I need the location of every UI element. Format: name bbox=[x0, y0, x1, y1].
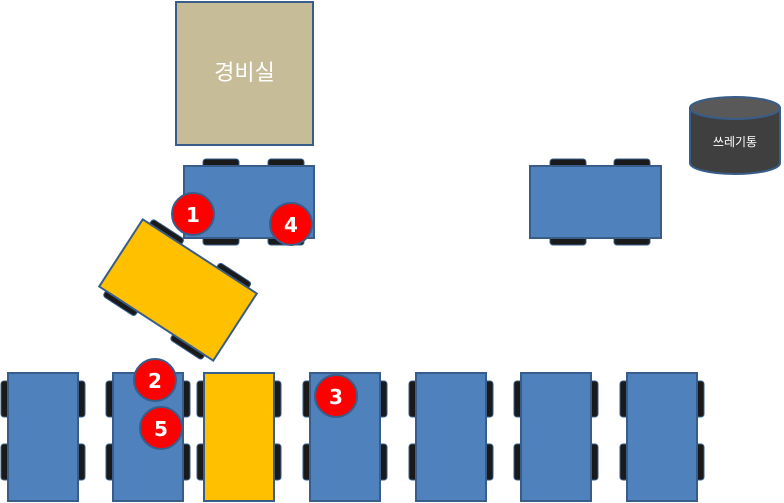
marker-5: 5 bbox=[139, 406, 183, 450]
trash-can-label: 쓰레기통 bbox=[713, 135, 757, 149]
marker-3-label: 3 bbox=[329, 385, 343, 409]
car-top-right bbox=[529, 158, 662, 246]
guardhouse-label: 경비실 bbox=[214, 61, 275, 86]
marker-2: 2 bbox=[133, 358, 177, 402]
marker-3: 3 bbox=[314, 374, 358, 418]
car-bottom-7 bbox=[619, 372, 705, 502]
marker-2-label: 2 bbox=[148, 369, 162, 393]
trash-can: 쓰레기통 bbox=[689, 96, 781, 175]
marker-1: 1 bbox=[171, 192, 215, 236]
marker-5-label: 5 bbox=[154, 417, 168, 441]
car-bottom-5 bbox=[408, 372, 494, 502]
markers-layer: 1 4 2 5 3 bbox=[133, 192, 358, 450]
car-angled-yellow bbox=[97, 218, 259, 362]
car-bottom-1 bbox=[0, 372, 86, 502]
marker-4-label: 4 bbox=[284, 213, 298, 237]
cars-layer bbox=[0, 158, 705, 502]
car-bottom-6 bbox=[513, 372, 599, 502]
marker-4: 4 bbox=[269, 202, 313, 246]
car-bottom-3-yellow bbox=[196, 372, 282, 502]
guardhouse: 경비실 bbox=[175, 1, 314, 146]
marker-1-label: 1 bbox=[186, 203, 200, 227]
